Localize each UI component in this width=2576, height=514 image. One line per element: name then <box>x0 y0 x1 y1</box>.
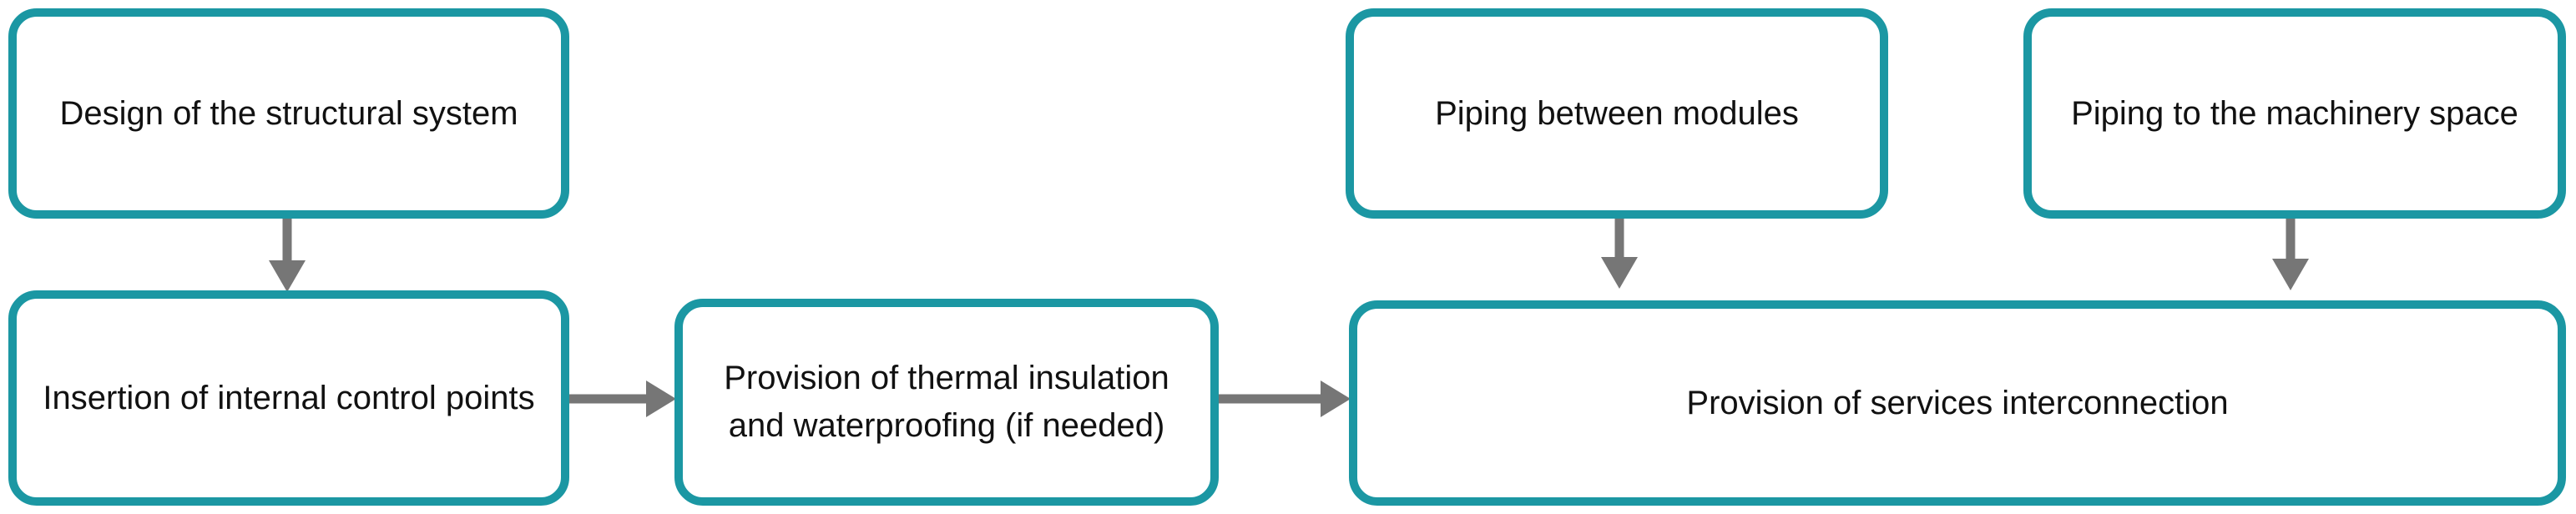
arrow-piping-modules-to-services <box>1601 219 1638 289</box>
node-provision-of-thermal-insulation: Provision of thermal insulation and wate… <box>674 299 1219 506</box>
node-label: Insertion of internal control points <box>43 379 535 416</box>
arrow-piping-machinery-to-services <box>2272 219 2309 290</box>
node-piping-to-machinery-space: Piping to the machinery space <box>2023 8 2566 219</box>
arrow-design-to-insertion <box>269 219 306 292</box>
node-label: Provision of thermal insulation and wate… <box>724 360 1169 444</box>
arrow-insertion-to-provision-thermal <box>569 380 676 417</box>
node-label: Provision of services interconnection <box>1686 384 2229 421</box>
node-design-of-structural-system: Design of the structural system <box>8 8 569 219</box>
node-label: Piping to the machinery space <box>2071 94 2518 132</box>
arrow-provision-thermal-to-services <box>1219 380 1351 417</box>
node-label: Piping between modules <box>1435 94 1799 132</box>
node-label: Design of the structural system <box>59 94 518 132</box>
node-provision-of-services-interconnection: Provision of services interconnection <box>1349 300 2566 506</box>
node-piping-between-modules: Piping between modules <box>1346 8 1888 219</box>
node-insertion-of-internal-control-points: Insertion of internal control points <box>8 290 569 506</box>
